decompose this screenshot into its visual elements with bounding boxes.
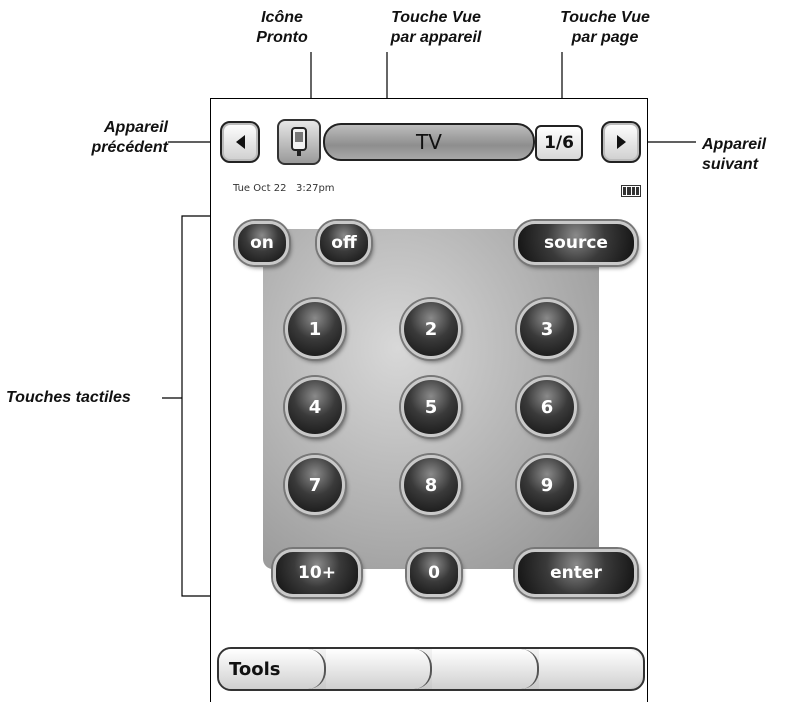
toolbar-tab-3[interactable] (432, 649, 539, 689)
annotation-page-view: Touche Vue par page (550, 8, 660, 48)
annotation-pronto-icon: Icône Pronto (242, 8, 322, 48)
toolbar-tab-4[interactable] (538, 649, 643, 689)
annotation-page-view-line2: par page (571, 29, 639, 46)
annotation-touch-buttons: Touches tactiles (6, 388, 156, 408)
digit-9-button[interactable]: 9 (517, 455, 577, 515)
next-device-button[interactable] (601, 121, 641, 163)
digit-label: 7 (308, 474, 322, 496)
digit-label: 1 (308, 318, 322, 340)
enter-label: enter (550, 563, 602, 583)
digit-label: 8 (424, 474, 438, 496)
tools-tab[interactable]: Tools (219, 649, 326, 689)
annotation-device-view: Touche Vue par appareil (370, 8, 502, 48)
annotation-device-view-line1: Touche Vue (391, 9, 481, 26)
digit-label: 6 (540, 396, 554, 418)
digit-label: 5 (424, 396, 438, 418)
digit-2-button[interactable]: 2 (401, 299, 461, 359)
digit-3-button[interactable]: 3 (517, 299, 577, 359)
annotation-pronto-line2: Pronto (256, 29, 308, 46)
left-arrow-icon (235, 135, 245, 149)
annotation-next-device: Appareil suivant (702, 135, 792, 175)
on-label: on (250, 233, 274, 253)
page-view-button[interactable]: 1/6 (535, 125, 583, 161)
right-arrow-icon (616, 135, 626, 149)
toolbar-tab-2[interactable] (325, 649, 432, 689)
off-button[interactable]: off (317, 221, 371, 265)
annotation-page-view-line1: Touche Vue (560, 9, 650, 26)
previous-device-button[interactable] (220, 121, 260, 163)
pronto-icon (291, 127, 307, 156)
digit-4-button[interactable]: 4 (285, 377, 345, 437)
remote-screen: TV 1/6 Tue Oct 22 3:27pm on off source 1… (210, 98, 648, 702)
firm-button-bar: Tools (217, 647, 645, 691)
annotation-device-view-line2: par appareil (390, 29, 482, 46)
status-date-time: Tue Oct 22 3:27pm (233, 183, 335, 194)
digit-label: 4 (308, 396, 322, 418)
device-name: TV (416, 130, 442, 154)
pronto-icon-button[interactable] (277, 119, 321, 165)
device-view-button[interactable]: TV (323, 123, 535, 161)
digit-label: 9 (540, 474, 554, 496)
digit-7-button[interactable]: 7 (285, 455, 345, 515)
off-label: off (331, 233, 357, 253)
battery-icon (621, 185, 641, 197)
annotation-touch-label: Touches tactiles (6, 389, 131, 406)
enter-button[interactable]: enter (515, 549, 637, 597)
digit-label: 3 (540, 318, 554, 340)
annotation-prev-line2: précédent (91, 139, 168, 156)
digit-1-button[interactable]: 1 (285, 299, 345, 359)
page-indicator: 1/6 (544, 133, 574, 153)
digit-6-button[interactable]: 6 (517, 377, 577, 437)
digit-0-button[interactable]: 0 (407, 549, 461, 597)
annotation-prev-line1: Appareil (103, 119, 168, 136)
digit-label: 2 (424, 318, 438, 340)
ten-plus-button[interactable]: 10+ (273, 549, 361, 597)
on-button[interactable]: on (235, 221, 289, 265)
digit-8-button[interactable]: 8 (401, 455, 461, 515)
annotation-prev-device: Appareil précédent (40, 118, 168, 158)
ten-plus-label: 10+ (298, 563, 336, 583)
digit-5-button[interactable]: 5 (401, 377, 461, 437)
annotation-next-line1: Appareil (702, 136, 767, 153)
source-label: source (544, 233, 608, 253)
source-button[interactable]: source (515, 221, 637, 265)
tools-label: Tools (229, 658, 281, 680)
zero-label: 0 (428, 563, 440, 583)
annotation-next-line2: suivant (702, 156, 759, 173)
annotation-pronto-line1: Icône (261, 9, 303, 26)
